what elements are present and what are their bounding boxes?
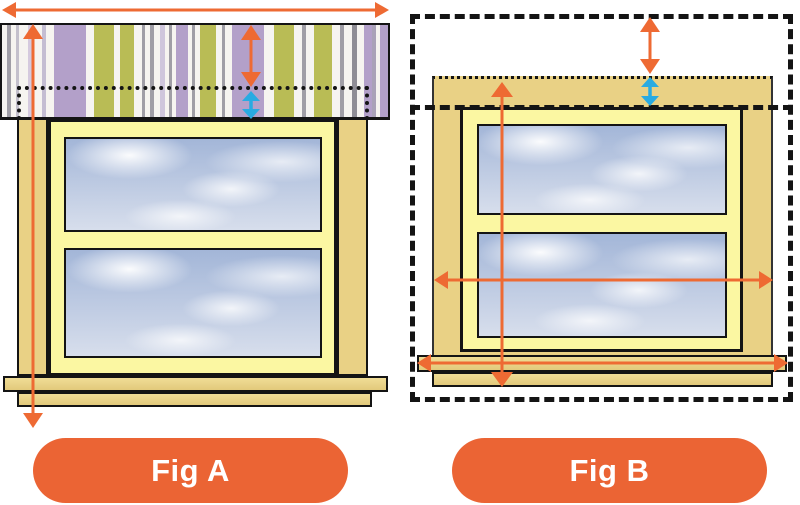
blind-dotted-outline [17,86,369,120]
fig-a-button[interactable]: Fig A [33,438,348,503]
valance-striped-fabric [0,23,390,120]
window-apron [17,392,372,407]
window-jamb-right [337,120,368,376]
window-sill [3,376,388,392]
fig-a-button-label: Fig A [151,452,230,488]
fig-b-button[interactable]: Fig B [452,438,767,503]
fig-b-button-label: Fig B [569,452,650,488]
window-pane-lower [477,232,727,338]
window-apron [432,372,773,387]
window-sill [417,355,787,372]
window-pane-upper [477,124,727,215]
recess-top-dashed-line [410,105,793,110]
recess-dashed-outline [410,14,793,402]
window-pane-upper [64,137,322,232]
overall-width-arrow [2,2,389,18]
window-jamb-left [17,120,48,376]
window-pane-lower [64,248,322,358]
